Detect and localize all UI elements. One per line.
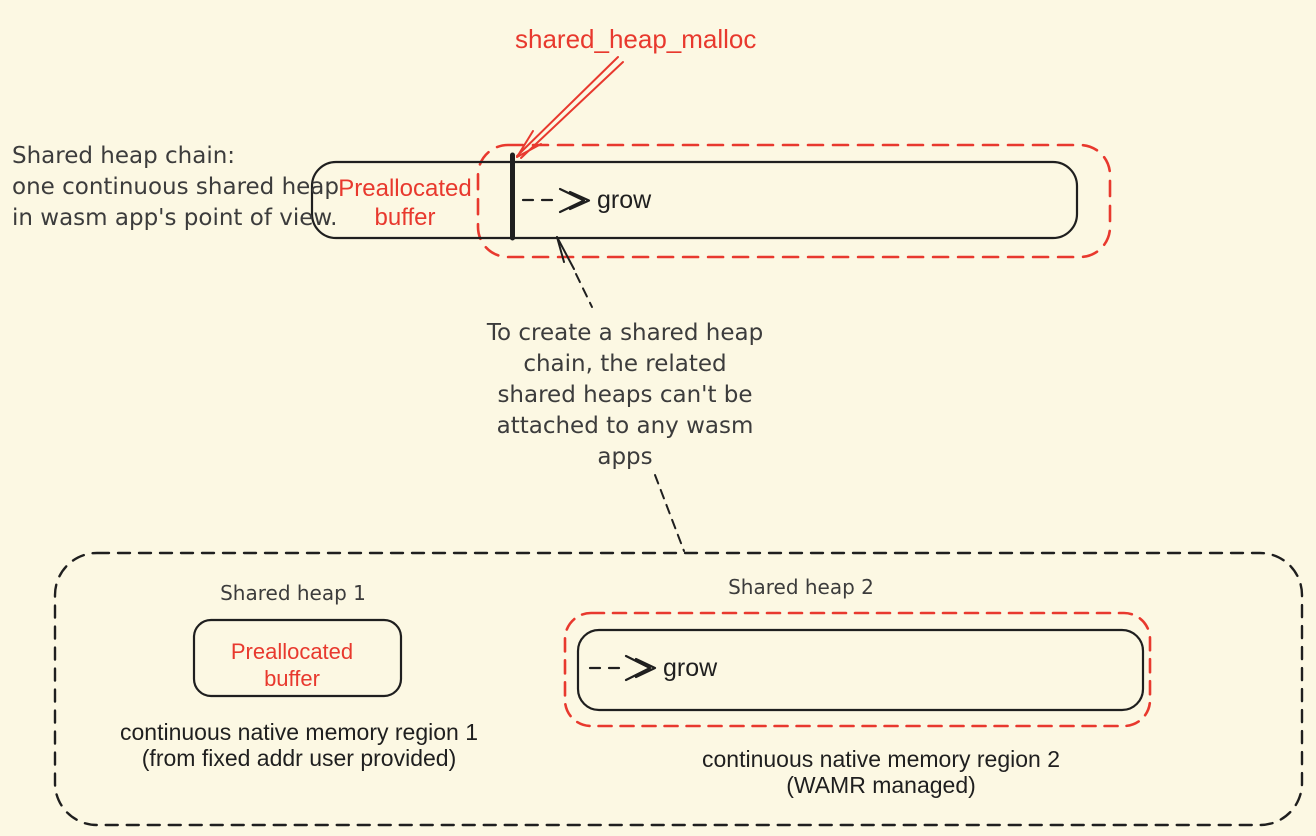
middle-note-line: apps <box>597 444 653 470</box>
middle-note-line: shared heaps can't be <box>497 382 753 408</box>
heap2-box <box>576 628 1145 712</box>
grow-arrow-heap2 <box>588 654 657 682</box>
heap1-buffer-label: Preallocated buffer <box>230 639 354 691</box>
note-connector-lower <box>654 474 685 552</box>
heap2-red-dashed-outline <box>563 611 1152 728</box>
left-note-line: in wasm app's point of view. <box>12 205 338 231</box>
note-pointer-arrowhead <box>556 236 593 308</box>
grow-arrow-chain <box>521 187 591 214</box>
left-note-line: Shared heap chain: <box>12 143 236 169</box>
heap2-caption-line: continuous native memory region 2 <box>702 746 1060 772</box>
heap2-title: Shared heap 2 <box>728 575 874 599</box>
malloc-label: shared_heap_malloc <box>515 24 757 54</box>
shared-heap-chain-box <box>310 160 1079 240</box>
middle-note-line: attached to any wasm <box>496 413 754 439</box>
grow-label-heap2: grow <box>663 654 718 682</box>
unattached-heaps-dashed-box <box>53 551 1304 827</box>
middle-note-line: chain, the related <box>523 351 727 377</box>
middle-note-line: To create a shared heap <box>486 320 764 346</box>
malloc-arrow <box>516 56 624 159</box>
chain-red-dashed-outline <box>476 143 1112 259</box>
left-note-line: one continuous shared heap <box>12 174 339 200</box>
heap1-box <box>192 618 403 698</box>
heap1-title: Shared heap 1 <box>220 581 366 605</box>
heap2-caption-line: (WAMR managed) <box>786 772 976 798</box>
preallocated-buffer-label-chain: Preallocated buffer <box>338 175 472 231</box>
grow-label-chain: grow <box>597 186 652 214</box>
heap1-caption-line: (from fixed addr user provided) <box>141 745 457 771</box>
heap1-caption-line: continuous native memory region 1 <box>120 719 478 745</box>
